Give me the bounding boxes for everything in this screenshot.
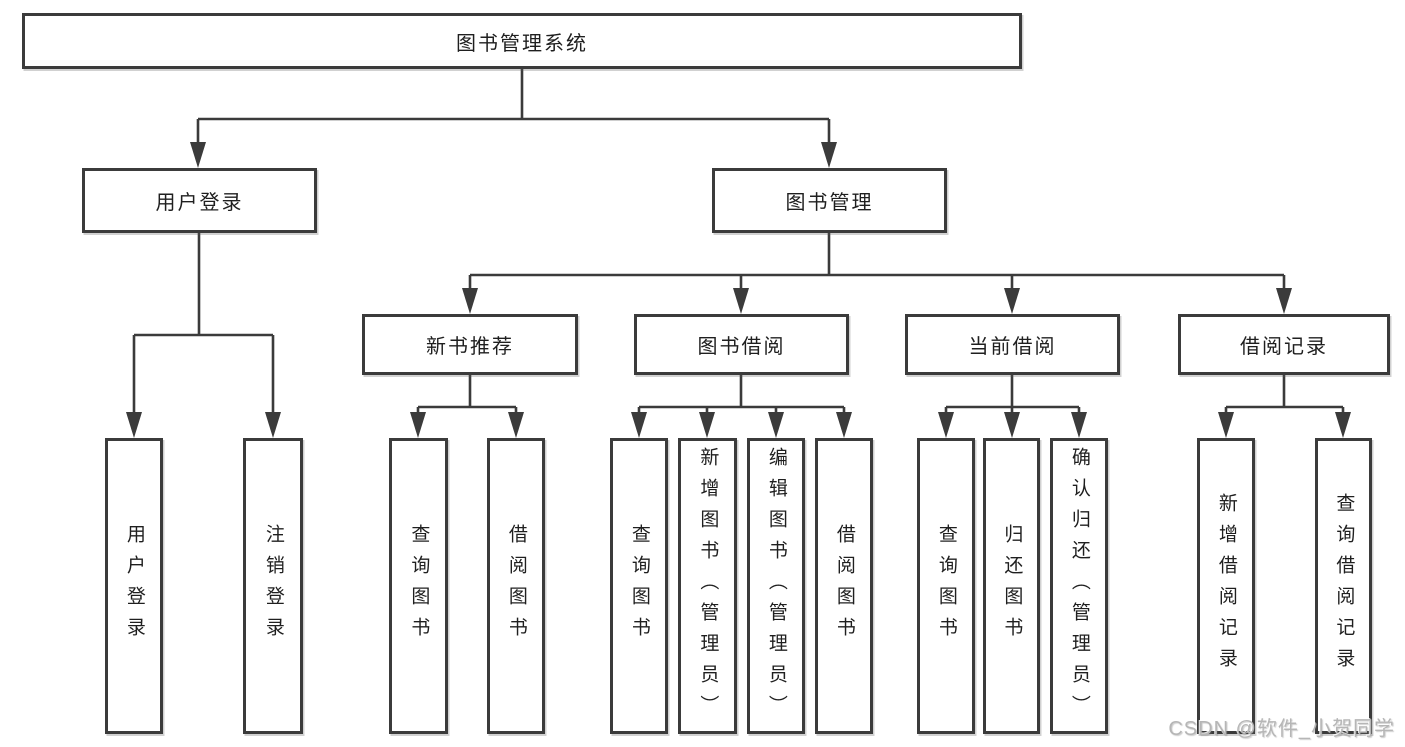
branch-node-book-management: 图书管理 bbox=[712, 168, 947, 233]
group-node-book-borrowing: 图书借阅 bbox=[634, 314, 849, 375]
leaf-node-query-books: 查询图书 bbox=[389, 438, 448, 734]
root-node-label: 图书管理系统 bbox=[456, 32, 588, 55]
group-node-current-borrowing: 当前借阅 bbox=[905, 314, 1120, 375]
leaf-node-query-borrow-record: 查询借阅记录 bbox=[1315, 438, 1372, 734]
leaf-node-return-books: 归还图书 bbox=[983, 438, 1040, 734]
leaf-node-label: 查询图书 bbox=[628, 524, 650, 648]
leaf-node-label: 归还图书 bbox=[1001, 524, 1023, 648]
group-node-label: 当前借阅 bbox=[968, 336, 1057, 358]
root-node: 图书管理系统 bbox=[22, 13, 1022, 69]
leaf-node-borrow-books: 借阅图书 bbox=[815, 438, 873, 734]
branch-node-user-login: 用户登录 bbox=[82, 168, 317, 233]
branch-node-label: 图书管理 bbox=[785, 192, 874, 214]
leaf-node-confirm-return-admin: 确认归还（管理员） bbox=[1050, 438, 1108, 734]
leaf-node-label: 查询图书 bbox=[408, 524, 430, 648]
group-node-new-book-recommend: 新书推荐 bbox=[362, 314, 578, 375]
group-node-borrowing-records: 借阅记录 bbox=[1178, 314, 1390, 375]
leaf-node-user-login: 用户登录 bbox=[105, 438, 163, 734]
leaf-node-label: 编辑图书（管理员） bbox=[765, 446, 787, 726]
leaf-node-query-books: 查询图书 bbox=[610, 438, 668, 734]
branch-node-label: 用户登录 bbox=[155, 192, 244, 214]
leaf-node-logout: 注销登录 bbox=[243, 438, 303, 734]
leaf-node-edit-book-admin: 编辑图书（管理员） bbox=[747, 438, 805, 734]
leaf-node-label: 查询借阅记录 bbox=[1333, 493, 1355, 679]
leaf-node-add-borrow-record: 新增借阅记录 bbox=[1197, 438, 1255, 734]
leaf-node-query-books: 查询图书 bbox=[917, 438, 975, 734]
group-node-label: 借阅记录 bbox=[1240, 336, 1328, 358]
leaf-node-label: 用户登录 bbox=[123, 524, 145, 648]
leaf-node-add-book-admin: 新增图书（管理员） bbox=[678, 438, 737, 734]
leaf-node-label: 借阅图书 bbox=[833, 524, 855, 648]
leaf-node-label: 借阅图书 bbox=[505, 524, 527, 648]
group-node-label: 图书借阅 bbox=[697, 336, 786, 358]
leaf-node-label: 注销登录 bbox=[262, 524, 284, 648]
group-node-label: 新书推荐 bbox=[426, 336, 514, 358]
leaf-node-label: 查询图书 bbox=[935, 524, 957, 648]
leaf-node-borrow-books: 借阅图书 bbox=[487, 438, 545, 734]
csdn-watermark: CSDN @软件_小贺同学 bbox=[1168, 718, 1395, 740]
leaf-node-label: 新增借阅记录 bbox=[1215, 493, 1237, 679]
leaf-node-label: 确认归还（管理员） bbox=[1068, 446, 1090, 726]
leaf-node-label: 新增图书（管理员） bbox=[697, 446, 719, 726]
